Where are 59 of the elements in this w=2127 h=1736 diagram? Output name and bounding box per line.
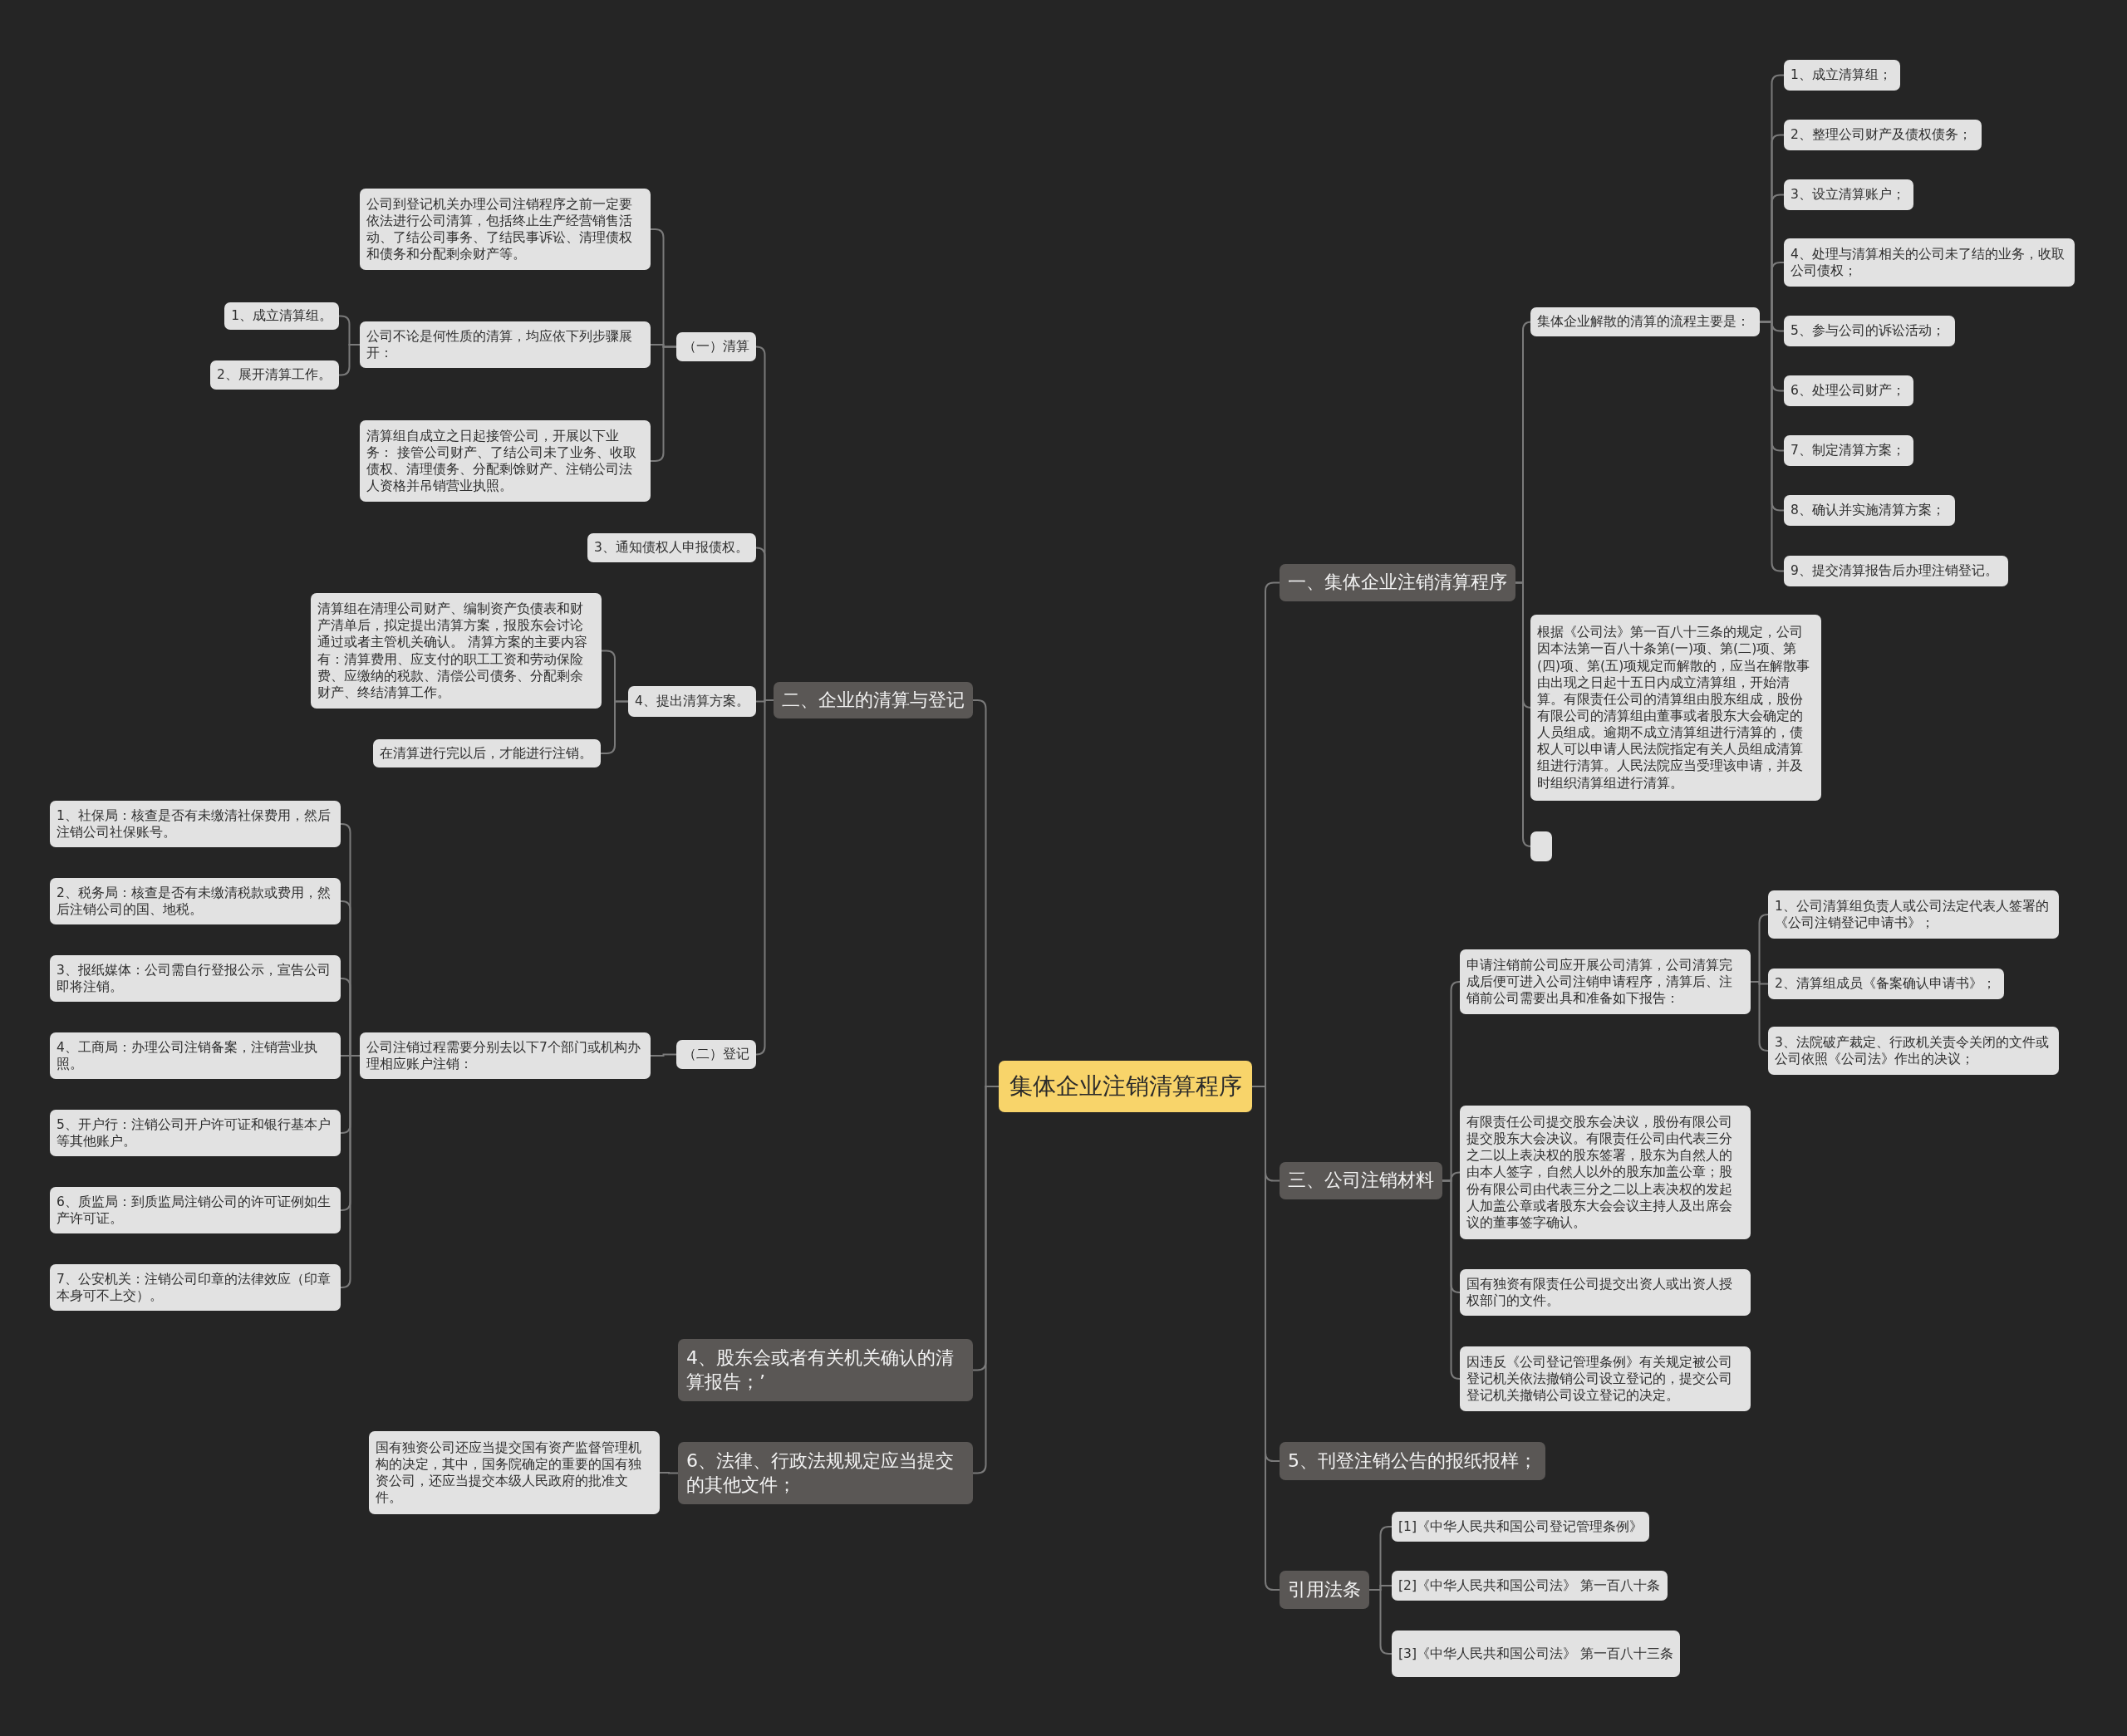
connector-line (650, 1053, 677, 1057)
subtopic-box: 4、提出清算方案。 (628, 686, 756, 717)
subtopic-box: 国有独资有限责任公司提交出资人或出资人授权部门的文件。 (1460, 1269, 1751, 1316)
subtopic-box: 公司到登记机关办理公司注销程序之前一定要依法进行公司清算，包括终止生产经营销售活动、了结公司事务、了结民事诉讼、清理债权和债务和分配剩余财产等。 (360, 189, 651, 270)
subtopic-box: 因违反《公司登记管理条例》有关规定被公司登记机关依法撤销公司设立登记的，提交公司登记机关撤销公司设立登记的决定。 (1460, 1346, 1751, 1411)
connector-line (340, 1055, 361, 1288)
subtopic-box: 1、成立清算组； (1784, 60, 1900, 91)
subtopic-box: 申请注销前公司应开展公司清算，公司清算完成后便可进入公司注销申请程序，清算后、注销前公司需要出具和准备如下报告： (1460, 949, 1751, 1014)
connector-line (338, 344, 361, 376)
subtopic-box: 2、清算组成员《备案确认申请书》； (1768, 969, 2004, 999)
subtopic-box: [3]《中华人民共和国公司法》 第一百八十三条 (1392, 1631, 1680, 1677)
subtopic-box: 6、质监局：到质监局注销公司的许可证例如生产许可证。 (50, 1187, 341, 1233)
branch-topic: 三、公司注销材料 (1280, 1162, 1442, 1199)
subtopic-box: 有限责任公司提交股东会决议，股份有限公司提交股东大会决议。有限责任公司由代表三分之二以上表决权的股东签署，股东为自然人的由本人签字，自然人以外的股东加盖公章；股份有限公司由代表三分之二以上表决权的发起人加盖公章或者股东大会会议主持人及出席会议的董事签字确认。 (1460, 1106, 1751, 1239)
subtopic-box: 3、设立清算账户； (1784, 179, 1913, 210)
subtopic-box: 2、整理公司财产及债权债务； (1784, 120, 1982, 150)
subtopic-box: 在清算进行完以后，才能进行注销。 (373, 739, 601, 767)
subtopic-box: 1、公司清算组负责人或公司法定代表人签署的《公司注销登记申请书》； (1768, 890, 2059, 939)
subtopic-box: 集体企业解散的清算的流程主要是： (1530, 307, 1760, 336)
subtopic-box: （二）登记 (676, 1040, 756, 1069)
branch-topic: 6、法律、行政法规规定应当提交的其他文件； (678, 1442, 973, 1504)
subtopic-box: 5、参与公司的诉讼活动； (1784, 316, 1955, 346)
subtopic-box: 国有独资公司还应当提交国有资产监督管理机构的决定，其中，国务院确定的重要的国有独资公司，还应当提交本级人民政府的批准文件。 (369, 1431, 660, 1514)
central-topic: 集体企业注销清算程序 (999, 1061, 1252, 1112)
connector-line (1368, 1589, 1393, 1655)
connector-line (1759, 321, 1785, 572)
empty-box (1530, 831, 1552, 861)
connector-line (1750, 981, 1769, 1052)
subtopic-box: 公司注销过程需要分别去以下7个部门或机构办理相应账户注销： (360, 1032, 651, 1079)
subtopic-box: 5、开户行：注销公司开户许可证和银行基本户等其他账户。 (50, 1110, 341, 1156)
subtopic-box: 1、社保局：核查是否有未缴清社保费用，然后注销公司社保账号。 (50, 801, 341, 847)
subtopic-box: 2、税务局：核查是否有未缴清税款或费用，然后注销公司的国、地税。 (50, 878, 341, 924)
subtopic-box: 8、确认并实施清算方案； (1784, 495, 1955, 526)
subtopic-box: [1]《中华人民共和国公司登记管理条例》 (1392, 1512, 1649, 1542)
subtopic-box: 清算组自成立之日起接管公司，开展以下业务： 接管公司财产、了结公司未了业务、收取债权、清理债务、分配剩馀财产、注销公司法人资格并吊销营业执照。 (360, 420, 651, 502)
subtopic-box: 3、法院破产裁定、行政机关责令关闭的文件或公司依照《公司法》作出的决议； (1768, 1027, 2059, 1075)
branch-topic: 一、集体企业注销清算程序 (1280, 564, 1515, 601)
subtopic-box: 根据《公司法》第一百八十三条的规定，公司因本法第一百八十条第(一)项、第(二)项、第(四)项、第(五)项规定而解散的，应当在解散事由出现之日起十五日内成立清算组，开始清算。有限责任公司的清算组由股东组成，股份有限公司的清算组由董事或者股东大会确定的人员组成。逾期不成立清算组进行清算的，债权人可以申请人民法院指定有关人员组成清算组进行清算。人民法院应当受理该申请，并及时组织清算组进行清算。 (1530, 615, 1821, 801)
subtopic-box: 公司不论是何性质的清算，均应依下列步骤展开： (360, 321, 651, 368)
subtopic-box: 4、工商局：办理公司注销备案，注销营业执照。 (50, 1032, 341, 1079)
subtopic-box: 9、提交清算报告后办理注销登记。 (1784, 556, 2008, 586)
connector-line (650, 346, 677, 462)
subtopic-box: 清算组在清理公司财产、编制资产负债表和财产清单后，拟定提出清算方案，报股东会讨论通过或者主管机关确认。 清算方案的主要内容有：清算费用、应支付的职工工资和劳动保险费、应缴纳的税款、清偿公司债务、分配剩余财产、终结清算工作。 (311, 593, 602, 709)
connector-line (1515, 581, 1532, 847)
subtopic-box: 2、展开清算工作。 (210, 360, 339, 390)
subtopic-box: 4、处理与清算相关的公司未了结的业务，收取公司债权； (1784, 238, 2075, 287)
branch-topic: 二、企业的清算与登记 (774, 682, 973, 718)
subtopic-box: 6、处理公司财产； (1784, 375, 1913, 406)
subtopic-box: （一）清算 (676, 332, 756, 361)
subtopic-box: 1、成立清算组。 (224, 302, 339, 330)
subtopic-box: 3、报纸媒体：公司需自行登报公示，宣告公司即将注销。 (50, 955, 341, 1002)
subtopic-box: 3、通知债权人申报债权。 (587, 533, 756, 562)
connector-line (659, 1472, 679, 1474)
branch-topic: 5、刊登注销公告的报纸报样； (1280, 1442, 1545, 1480)
subtopic-box: 7、制定清算方案； (1784, 435, 1913, 466)
branch-topic: 4、股东会或者有关机关确认的清算报告；’ (678, 1339, 973, 1401)
subtopic-box: 7、公安机关：注销公司印章的法律效应（印章本身可不上交）。 (50, 1264, 341, 1311)
subtopic-box: [2]《中华人民共和国公司法》 第一百八十条 (1392, 1571, 1668, 1601)
branch-topic: 引用法条 (1280, 1571, 1369, 1609)
